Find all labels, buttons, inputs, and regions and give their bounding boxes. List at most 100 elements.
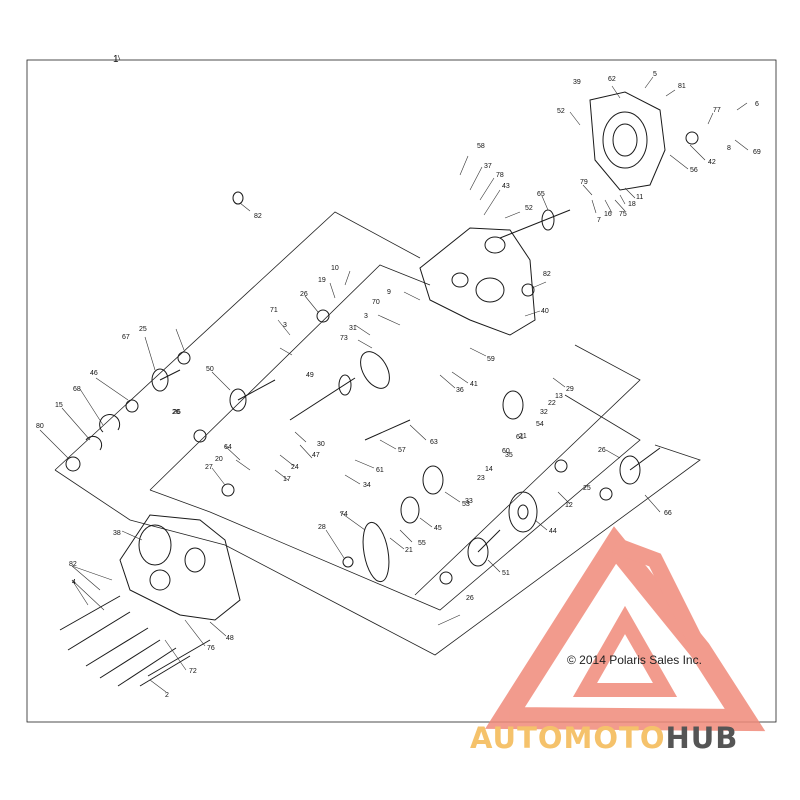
callout: 82 [543, 271, 551, 278]
callout: 33 [465, 498, 473, 505]
callout: 42 [708, 159, 716, 166]
callout: 72 [189, 668, 197, 675]
callout: 43 [502, 183, 510, 190]
callout: 27 [205, 464, 213, 471]
callout: 14 [485, 466, 493, 473]
callout: 15 [55, 402, 63, 409]
callout: 58 [477, 143, 485, 150]
callout: 18 [628, 201, 636, 208]
callout: 21 [405, 547, 413, 554]
callout: 28 [318, 524, 326, 531]
copyright-notice: © 2014 Polaris Sales Inc. [567, 653, 702, 667]
callout: 46 [90, 370, 98, 377]
callout: 29 [566, 386, 574, 393]
callout: 52 [525, 205, 533, 212]
callout: 70 [372, 299, 380, 306]
callout: 71 [270, 307, 278, 314]
callout: 35 [505, 452, 513, 459]
callout: 51 [502, 570, 510, 577]
diagram-frame [26, 59, 777, 723]
callout: 34 [363, 482, 371, 489]
callout: 68 [73, 386, 81, 393]
callout: 63 [430, 439, 438, 446]
callout: 77 [713, 107, 721, 114]
cover-39 [589, 91, 666, 191]
callout: 74 [340, 511, 348, 518]
callout: 26 [173, 409, 181, 416]
callout: 7 [597, 217, 601, 224]
case-40 [419, 227, 536, 336]
callout: 81 [678, 83, 686, 90]
callout: 12 [565, 502, 573, 509]
callout: 26 [172, 409, 180, 416]
callout: 59 [487, 356, 495, 363]
callout: 26 [598, 447, 606, 454]
callout: 82 [254, 213, 262, 220]
callout: 24 [291, 464, 299, 471]
callout: 56 [690, 167, 698, 174]
callout: 37 [484, 163, 492, 170]
callout: 41 [470, 381, 478, 388]
callout: 55 [418, 540, 426, 547]
bolts [59, 595, 211, 687]
cover-38 [119, 514, 241, 621]
callout: 13 [555, 393, 563, 400]
assembly-frames [54, 211, 701, 656]
callout: 2 [165, 692, 169, 699]
callout: 47 [312, 452, 320, 459]
callout: 26 [466, 595, 474, 602]
callout: 48 [226, 635, 234, 642]
callout: 5 [653, 71, 657, 78]
callout: 57 [398, 447, 406, 454]
callout: 19 [318, 277, 326, 284]
callout: 82 [69, 561, 77, 568]
callout: 67 [122, 334, 130, 341]
callout: 31 [349, 325, 357, 332]
callout: 73 [340, 335, 348, 342]
callout: 61 [376, 467, 384, 474]
callout: 50 [206, 366, 214, 373]
callout: 25 [583, 485, 591, 492]
callout: 76 [207, 645, 215, 652]
callout: 10 [331, 265, 339, 272]
callout: 3 [364, 313, 368, 320]
callout: 8 [727, 145, 731, 152]
callout: 38 [113, 530, 121, 537]
callout: 9 [387, 289, 391, 296]
callout: 11 [636, 194, 643, 201]
callout: 52 [557, 108, 565, 115]
callout-labels: 2 3 3 4 5 6 7 8 9 10 11 12 13 14 15 16 1… [36, 71, 761, 699]
watermark-brand: AUTOMOTOHUB [470, 721, 738, 755]
callout: 60 [502, 448, 510, 455]
callout: 4 [72, 579, 76, 586]
gear-shafts [65, 131, 699, 585]
callout: 54 [536, 421, 544, 428]
callout: 32 [540, 409, 548, 416]
callout: 75 [619, 211, 627, 218]
diagram-number: 1 [113, 54, 119, 65]
callout: 49 [306, 372, 314, 379]
callout: 3 [283, 322, 287, 329]
leader-lines [39, 76, 749, 693]
callout: 80 [36, 423, 44, 430]
callout: 20 [215, 456, 223, 463]
callout: 6 [755, 101, 759, 108]
callout: 64 [224, 444, 232, 451]
watermark-peak [612, 537, 708, 654]
callout: 66 [664, 510, 672, 517]
watermark-brand-part1: AUTOMOTO [470, 721, 665, 755]
callout: 78 [496, 172, 504, 179]
callout: 22 [548, 400, 556, 407]
callout: 21 [519, 433, 527, 440]
callout: 25 [139, 326, 147, 333]
callout: 17 [283, 476, 291, 483]
callout: 79 [580, 179, 588, 186]
watermark-triangle-inner [572, 605, 678, 697]
callout: 26 [300, 291, 308, 298]
callout: 69 [753, 149, 761, 156]
callout: 16 [604, 211, 612, 218]
callout: 40 [541, 308, 549, 315]
callout: 65 [537, 191, 545, 198]
callout: 45 [434, 525, 442, 532]
